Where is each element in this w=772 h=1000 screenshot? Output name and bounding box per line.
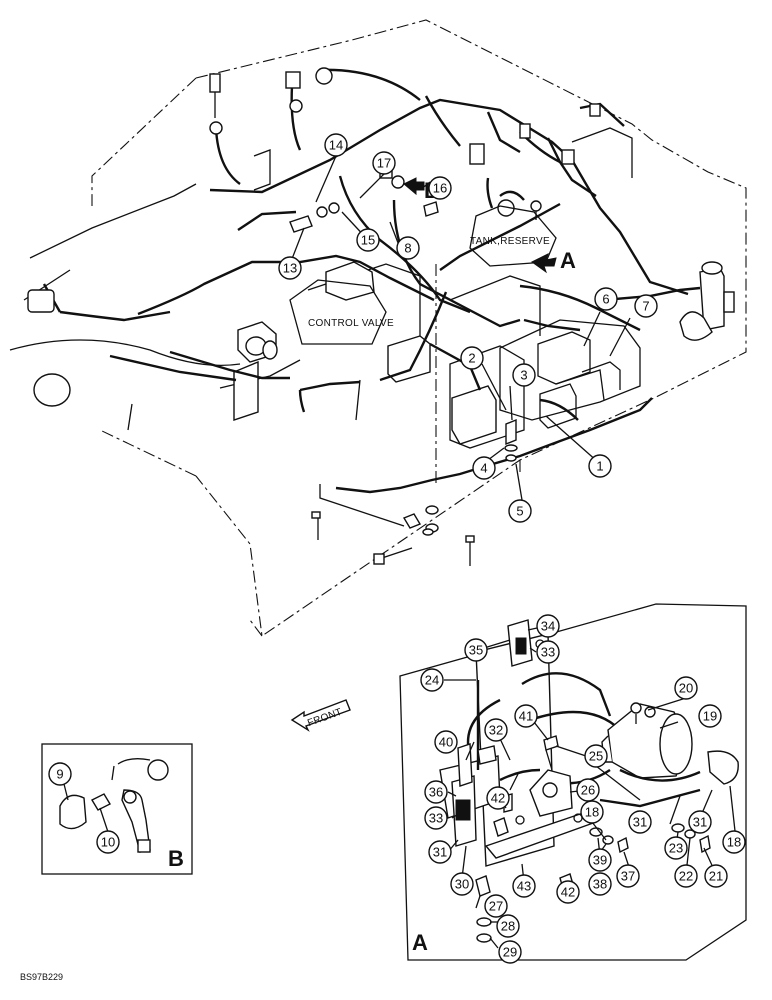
callout-29: 29 (503, 945, 517, 960)
callout-42-upper: 42 (491, 791, 505, 806)
callout-9: 9 (56, 767, 63, 782)
callout-2: 2 (468, 351, 475, 366)
callout-36: 36 (429, 785, 443, 800)
callout-43: 43 (517, 879, 531, 894)
reference-code: BS97B229 (20, 972, 63, 982)
callout-23: 23 (669, 841, 683, 856)
callout-34: 34 (541, 619, 555, 634)
callout-37: 37 (621, 869, 635, 884)
callout-31-right: 31 (693, 815, 707, 830)
callout-19: 19 (703, 709, 717, 724)
callout-33-top: 33 (541, 645, 555, 660)
callout-15: 15 (361, 233, 375, 248)
callout-35: 35 (469, 643, 483, 658)
callout-39: 39 (593, 853, 607, 868)
callout-41: 41 (519, 709, 533, 724)
callout-18-right: 18 (727, 835, 741, 850)
inset-b-label: B (168, 846, 184, 871)
callout-13: 13 (283, 261, 297, 276)
callout-7: 7 (642, 299, 649, 314)
callout-10: 10 (101, 835, 115, 850)
callout-16: 16 (433, 181, 447, 196)
callout-4: 4 (480, 461, 487, 476)
callout-42-lower: 42 (561, 885, 575, 900)
harness-connectors (27, 67, 735, 566)
callouts-main: 14 17 16 15 13 8 2 3 4 5 1 6 7 (278, 133, 658, 523)
callout-33-left: 33 (429, 811, 443, 826)
callout-8: 8 (404, 241, 411, 256)
inset-b-panel: B 9 10 (41, 743, 193, 875)
callout-31-left: 31 (433, 845, 447, 860)
callout-38: 38 (593, 877, 607, 892)
callout-22: 22 (679, 869, 693, 884)
callout-1: 1 (596, 459, 603, 474)
view-a-arrow-label: A (560, 248, 576, 273)
tank-reserve-label: TANK,RESERVE (470, 236, 550, 247)
control-valve-label-box: CONTROL VALVE (289, 279, 394, 345)
callout-26: 26 (581, 783, 595, 798)
callout-5: 5 (516, 504, 523, 519)
callout-31-mid: 31 (633, 815, 647, 830)
callout-6: 6 (602, 292, 609, 307)
callout-27: 27 (489, 899, 503, 914)
main-frame-outline (91, 19, 747, 637)
callout-32: 32 (489, 723, 503, 738)
callout-3: 3 (520, 368, 527, 383)
control-valve-label: CONTROL VALVE (308, 318, 394, 329)
callout-20: 20 (679, 681, 693, 696)
callout-18-left: 18 (585, 805, 599, 820)
callout-40: 40 (439, 735, 453, 750)
inset-a-panel: A (399, 603, 747, 964)
callout-14: 14 (329, 138, 343, 153)
callout-30: 30 (455, 877, 469, 892)
inset-a-label: A (412, 930, 428, 955)
callout-24: 24 (425, 673, 439, 688)
view-indicator-a: A (531, 248, 576, 274)
callout-21: 21 (709, 869, 723, 884)
callout-17: 17 (377, 156, 391, 171)
callout-25: 25 (589, 749, 603, 764)
callout-28: 28 (501, 919, 515, 934)
tank-reserve-label-box: TANK,RESERVE (469, 205, 557, 267)
front-direction-arrow: FRONT (290, 699, 351, 732)
